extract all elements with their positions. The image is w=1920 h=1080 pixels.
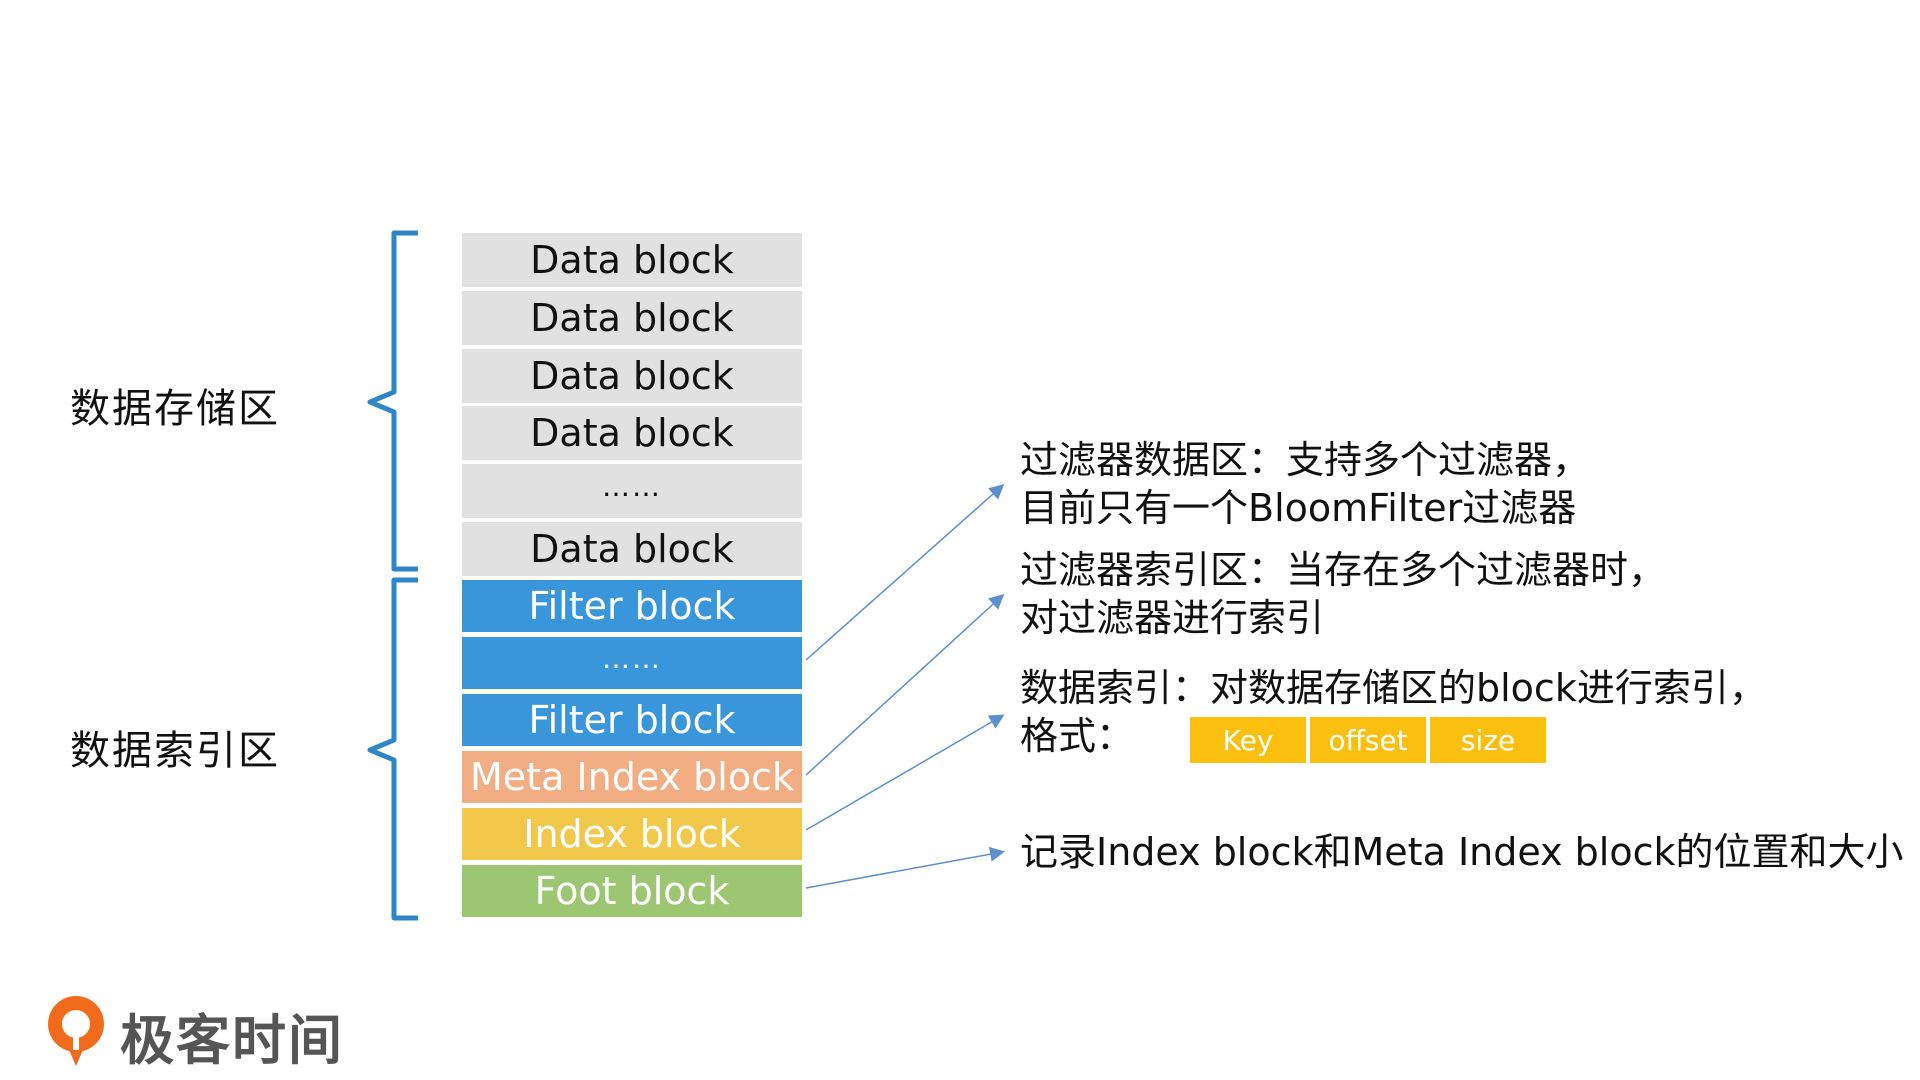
index-section-label: 数据索引区 [70,728,280,774]
data-block: Data block [462,349,802,403]
arrow-index-block [805,714,1005,831]
format-key-cell: Key [1190,717,1306,763]
filter-data-description: 过滤器数据区：支持多个过滤器， 目前只有一个BloomFilter过滤器 [1020,436,1590,532]
filter-index-line-2: 对过滤器进行索引 [1020,596,1325,640]
format-offset-cell: offset [1310,717,1426,763]
format-size-cell: size [1430,717,1546,763]
data-index-description: 数据索引：对数据存储区的block进行索引， 格式： [1020,664,1767,760]
foot-block: Foot block [462,865,802,917]
data-block-ellipsis: …… [462,464,802,518]
filter-index-line-1: 过滤器索引区：当存在多个过滤器时， [1020,548,1667,592]
index-block: Index block [462,808,802,860]
filter-block: Filter block [462,694,802,746]
geektime-logo-text: 极客时间 [120,1009,344,1072]
data-block: Data block [462,233,802,287]
storage-bracket [367,230,418,572]
data-block: Data block [462,291,802,345]
data-index-line-1: 数据索引：对数据存储区的block进行索引， [1020,666,1767,710]
data-block: Data block [462,406,802,460]
arrow-foot-block [805,846,1005,889]
arrow-filter-block [805,484,1005,661]
geektime-logo-icon [48,996,104,1066]
filter-block: Filter block [462,580,802,632]
meta-index-block: Meta Index block [462,751,802,803]
data-index-line-2: 格式： [1020,714,1135,758]
storage-section-label: 数据存储区 [70,386,280,432]
data-block: Data block [462,522,802,576]
index-bracket [367,577,418,921]
footer-line-1: 记录Index block和Meta Index block的位置和大小 [1020,830,1904,874]
filter-data-line-2: 目前只有一个BloomFilter过滤器 [1020,486,1577,530]
footer-description: 记录Index block和Meta Index block的位置和大小 [1020,828,1903,876]
arrow-meta-index-block [805,593,1005,776]
filter-data-line-1: 过滤器数据区：支持多个过滤器， [1020,438,1591,482]
filter-block-ellipsis: …… [462,637,802,689]
filter-index-description: 过滤器索引区：当存在多个过滤器时， 对过滤器进行索引 [1020,546,1666,642]
